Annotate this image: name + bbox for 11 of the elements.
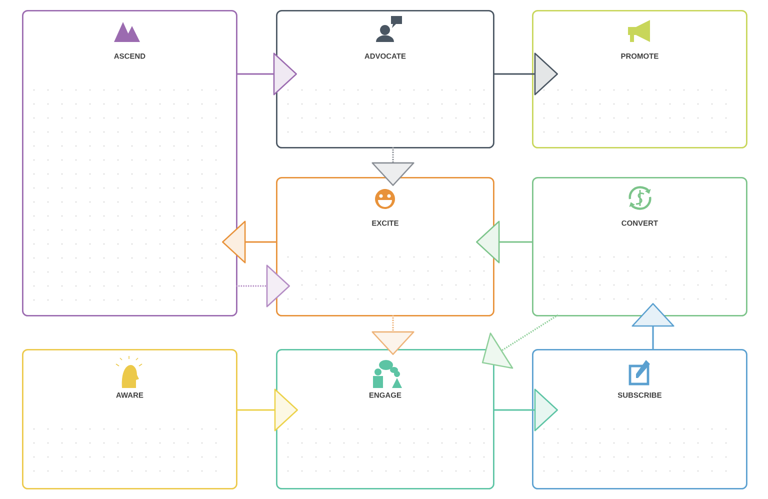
block-arrow	[493, 388, 558, 432]
block-arrow	[493, 52, 558, 96]
block-arrow	[236, 264, 290, 308]
block-arrow	[372, 315, 414, 355]
block-arrow	[372, 147, 414, 186]
block-arrow	[236, 52, 297, 96]
block-arrow	[236, 388, 298, 432]
block-arrow	[632, 303, 674, 349]
block-arrow	[482, 314, 558, 369]
block-arrow	[222, 220, 276, 264]
block-arrow	[476, 220, 532, 264]
